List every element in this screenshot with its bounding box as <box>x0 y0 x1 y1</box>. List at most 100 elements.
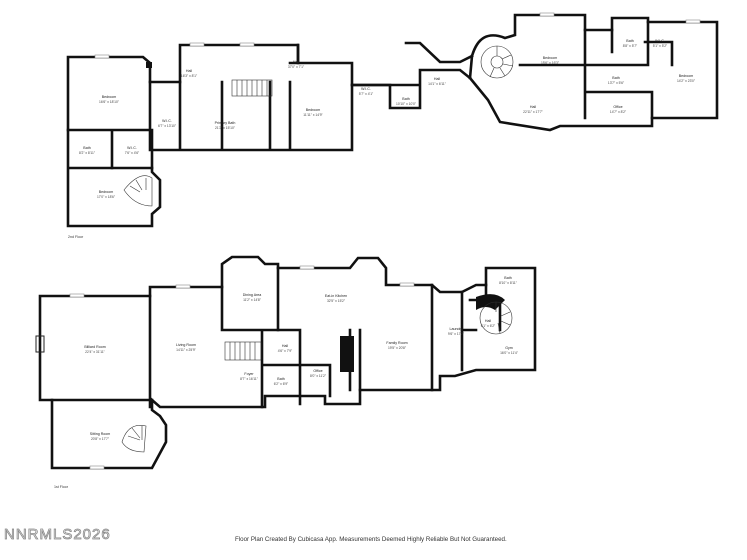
svg-text:W.I.C.: W.I.C. <box>127 146 137 150</box>
svg-text:9'6" x 17'7": 9'6" x 17'7" <box>448 332 465 336</box>
second-floor-corridor <box>288 41 474 110</box>
svg-text:W.I.C.: W.I.C. <box>162 119 172 123</box>
svg-text:Bath: Bath <box>277 377 284 381</box>
window <box>69 293 85 298</box>
room-label: W.I.C.7'6" x 4'6" <box>125 146 140 155</box>
svg-text:Bath: Bath <box>83 146 90 150</box>
svg-text:6'7" x 13'10": 6'7" x 13'10" <box>158 124 177 128</box>
svg-text:21'2" x 15'10": 21'2" x 15'10" <box>215 126 236 130</box>
svg-text:Hall: Hall <box>186 69 192 73</box>
spiral-stair-lower-left <box>121 425 147 453</box>
spiral-stair-upper-left <box>123 175 153 207</box>
svg-text:14'2" x 23'0": 14'2" x 23'0" <box>677 79 696 83</box>
svg-text:14'7" x 8'2": 14'7" x 8'2" <box>610 110 627 114</box>
fireplace <box>35 335 45 353</box>
svg-text:16'6" x 18'10": 16'6" x 18'10" <box>99 100 120 104</box>
second-floor-right-rooms <box>518 20 674 120</box>
svg-text:11'2" x 14'8": 11'2" x 14'8" <box>243 298 262 302</box>
svg-text:W.I.C.: W.I.C. <box>655 39 665 43</box>
svg-text:Bath: Bath <box>626 39 633 43</box>
svg-text:5'7" x 4'1": 5'7" x 4'1" <box>359 92 374 96</box>
room-label: W.I.C.5'1" x 5'2" <box>653 39 668 48</box>
window <box>299 265 315 270</box>
svg-text:6'1" x 6'2": 6'1" x 6'2" <box>481 324 496 328</box>
window <box>239 42 255 47</box>
first-floor-outer-walls <box>38 255 537 470</box>
first-floor-interior-walls <box>50 266 488 409</box>
watermark: NNRMLS2026 <box>4 526 111 544</box>
second-floor-right-wing-walls <box>468 13 719 132</box>
room-label: W.I.C.5'7" x 4'1" <box>359 87 374 96</box>
svg-text:32'5" x 15'2": 32'5" x 15'2" <box>327 299 346 303</box>
svg-text:Bedroom: Bedroom <box>102 95 117 99</box>
svg-text:Gym: Gym <box>505 346 513 350</box>
svg-text:Bedroom: Bedroom <box>543 56 558 60</box>
window <box>685 19 701 24</box>
spiral-stair-upper-right <box>480 45 514 79</box>
second-floor-left-rooms <box>66 80 354 170</box>
svg-text:10'10" x 10'0": 10'10" x 10'0" <box>396 102 417 106</box>
svg-text:14'11" x 25'9": 14'11" x 25'9" <box>176 348 196 352</box>
svg-text:11'11" x 14'9": 11'11" x 14'9" <box>303 113 323 117</box>
window <box>89 465 105 470</box>
svg-text:7'6" x 4'6": 7'6" x 4'6" <box>125 151 140 155</box>
room-label: W.I.C.6'7" x 13'10" <box>158 119 177 128</box>
floor-label-second: 2nd Floor <box>68 235 84 239</box>
footer-credit: Floor Plan Created By Cubicasa App. Meas… <box>235 536 507 543</box>
svg-text:Bedroom: Bedroom <box>99 190 114 194</box>
window <box>175 284 191 289</box>
svg-text:14'1" x 6'11": 14'1" x 6'11" <box>428 82 447 86</box>
floor-label-first: 1st Floor <box>54 485 69 489</box>
second-floor-left-wing-walls <box>66 43 392 228</box>
svg-text:W.I.C.: W.I.C. <box>361 87 371 91</box>
svg-text:19'5" x 20'8": 19'5" x 20'8" <box>388 346 407 350</box>
svg-text:Bedroom: Bedroom <box>679 74 694 78</box>
svg-text:22'4" x 31'11": 22'4" x 31'11" <box>85 350 105 354</box>
svg-text:Primary Bath: Primary Bath <box>215 121 236 125</box>
svg-text:Hall: Hall <box>530 105 536 109</box>
svg-text:8'10" x 8'11": 8'10" x 8'11" <box>499 281 518 285</box>
svg-text:20'8" x 17'7": 20'8" x 17'7" <box>91 437 110 441</box>
svg-text:Office: Office <box>313 369 322 373</box>
svg-text:Billiard Room: Billiard Room <box>84 345 105 349</box>
svg-text:13'7" x 5'6": 13'7" x 5'6" <box>608 81 625 85</box>
svg-text:5'1" x 5'2": 5'1" x 5'2" <box>653 44 668 48</box>
svg-text:Office: Office <box>613 105 622 109</box>
svg-text:Eat-in Kitchen: Eat-in Kitchen <box>325 294 347 298</box>
svg-text:Bedroom: Bedroom <box>306 108 321 112</box>
window <box>189 42 205 47</box>
svg-text:Hall: Hall <box>282 344 288 348</box>
svg-text:17'0" x 18'6": 17'0" x 18'6" <box>97 195 116 199</box>
svg-text:Dining Area: Dining Area <box>243 293 262 297</box>
svg-text:Hall: Hall <box>434 77 440 81</box>
svg-text:Bath: Bath <box>504 276 511 280</box>
svg-text:8'8" x 5'7": 8'8" x 5'7" <box>623 44 638 48</box>
svg-text:37'0" x 7'1": 37'0" x 7'1" <box>288 65 305 69</box>
window <box>399 282 415 287</box>
